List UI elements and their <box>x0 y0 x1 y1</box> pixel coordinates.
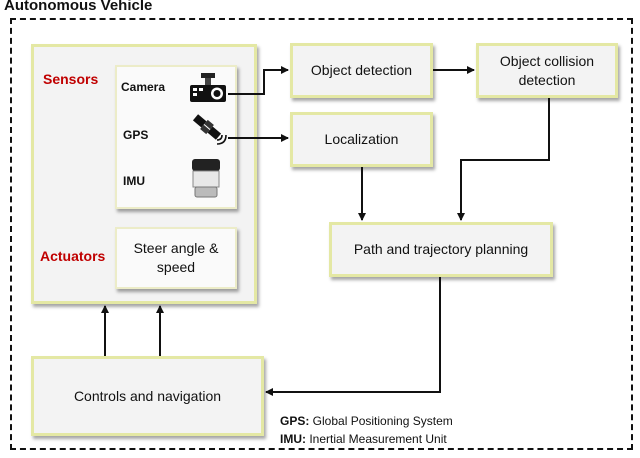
object-detection-box: Object detection <box>290 43 433 98</box>
actuator-box: Steer angle & speed <box>115 227 237 289</box>
path-planning-box: Path and trajectory planning <box>329 222 553 277</box>
legend-imu-key: IMU: <box>280 432 306 446</box>
controls-navigation-box: Controls and navigation <box>31 356 264 436</box>
arrow-planning-to-controls <box>265 277 441 396</box>
camera-icon <box>190 73 226 102</box>
imu-sensor-icon <box>192 159 220 198</box>
sensors-label: Sensors <box>43 71 99 87</box>
actuators-label: Actuators <box>40 248 106 264</box>
legend-gps-key: GPS: <box>280 414 310 428</box>
system-boundary <box>10 18 633 450</box>
localization-box: Localization <box>290 112 433 167</box>
gps-label: GPS <box>123 128 149 142</box>
legend-imu-text: Inertial Measurement Unit <box>306 432 447 446</box>
legend-gps: GPS: Global Positioning System <box>280 414 453 428</box>
legend-imu: IMU: Inertial Measurement Unit <box>280 432 447 446</box>
arrow-collision-to-planning <box>457 98 550 221</box>
camera-label: Camera <box>121 80 166 94</box>
diagram-title: Autonomous Vehicle <box>4 0 153 14</box>
legend-gps-text: Global Positioning System <box>309 414 453 428</box>
object-collision-detection-box: Object collision detection <box>476 43 618 98</box>
arrow-camera-to-detection <box>228 66 289 95</box>
satellite-icon <box>192 114 227 145</box>
imu-label: IMU <box>123 174 145 188</box>
